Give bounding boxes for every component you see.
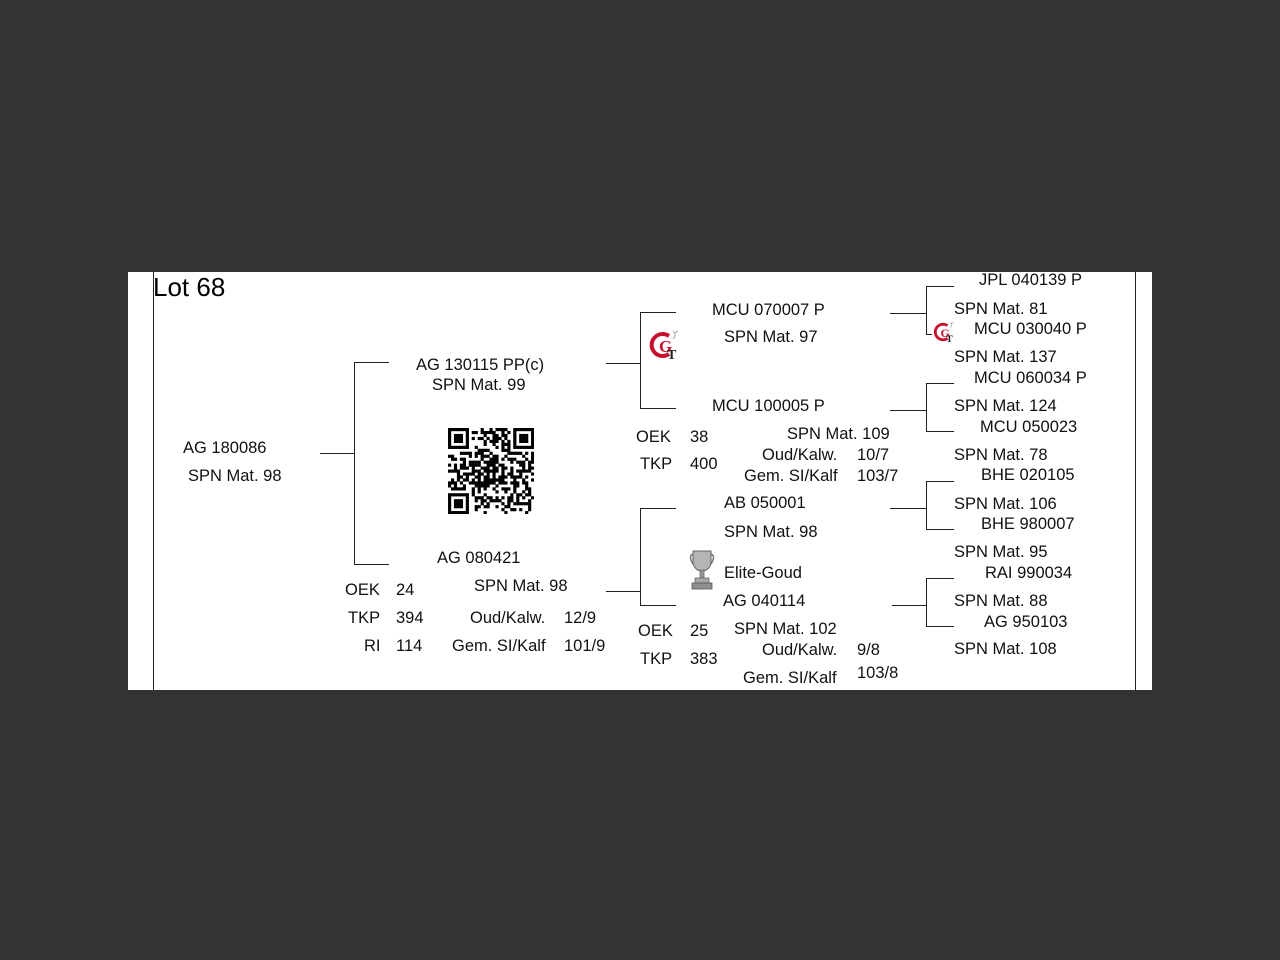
dd-oek-value: 25 — [690, 622, 709, 640]
right-border-line — [1135, 272, 1136, 690]
bracket-line — [926, 481, 954, 482]
gt-logo-icon: G T — [933, 321, 955, 344]
bracket-line — [640, 312, 641, 409]
bracket-line — [926, 334, 932, 335]
bracket-line — [926, 578, 954, 579]
ggp-id: BHE 980007 — [981, 515, 1075, 533]
svg-text:G: G — [940, 326, 949, 340]
dd-oud-value: 9/8 — [857, 641, 880, 659]
dam-ri-label: RI — [364, 637, 381, 655]
qr-code-icon — [448, 428, 534, 514]
sd-oud-label: Oud/Kalw. — [762, 446, 838, 464]
trophy-icon — [689, 550, 715, 590]
dam-tkp-value: 394 — [396, 609, 424, 627]
pedigree-document: Lot 68 AG 180086 SPN Mat. 98 AG 130115 P… — [128, 272, 1152, 690]
sd-gem-label: Gem. SI/Kalf — [744, 467, 838, 485]
bracket-line — [892, 605, 926, 606]
dam-oek-label: OEK — [345, 581, 380, 599]
sd-oek-value: 38 — [690, 428, 709, 446]
animal-spn: SPN Mat. 98 — [188, 467, 282, 485]
sd-tkp-label: TKP — [640, 455, 673, 473]
bracket-line — [640, 508, 676, 509]
sd-id: MCU 100005 P — [712, 397, 825, 415]
ggp-id: MCU 060034 P — [974, 369, 1087, 387]
ggp-spn: SPN Mat. 78 — [954, 446, 1048, 464]
bracket-line — [606, 363, 640, 364]
bracket-line — [890, 410, 926, 411]
bracket-line — [926, 383, 954, 384]
ggp-id: RAI 990034 — [985, 564, 1073, 582]
ds-spn: SPN Mat. 98 — [724, 523, 818, 541]
dam-gem-label: Gem. SI/Kalf — [452, 637, 546, 655]
ggp-spn: SPN Mat. 95 — [954, 543, 1048, 561]
bracket-line — [926, 286, 954, 287]
ggp-spn: SPN Mat. 81 — [954, 300, 1048, 318]
left-border-line — [153, 272, 154, 690]
bracket-line — [640, 508, 641, 606]
ss-spn: SPN Mat. 97 — [724, 328, 818, 346]
dam-oek-value: 24 — [396, 581, 415, 599]
bracket-line — [926, 481, 927, 530]
gt-logo-icon: G T — [649, 330, 679, 362]
dd-id: AG 040114 — [723, 592, 806, 610]
dd-tkp-label: TKP — [640, 650, 673, 668]
ggp-id: AG 950103 — [984, 613, 1068, 631]
dd-oek-label: OEK — [638, 622, 673, 640]
dam-gem-value: 101/9 — [564, 637, 606, 655]
bracket-line — [890, 313, 926, 314]
dd-gem-label: Gem. SI/Kalf — [743, 669, 837, 687]
svg-text:T: T — [946, 334, 953, 344]
bracket-line — [640, 605, 676, 606]
svg-text:T: T — [667, 348, 677, 362]
bracket-line — [926, 286, 927, 335]
dd-spn: SPN Mat. 102 — [734, 620, 837, 638]
ggp-id: JPL 040139 P — [979, 272, 1083, 289]
dam-id: AG 080421 — [437, 549, 521, 567]
bracket-line — [354, 362, 389, 363]
bracket-line — [926, 578, 927, 627]
bracket-line — [354, 564, 389, 565]
bracket-line — [320, 453, 354, 454]
svg-text:G: G — [659, 337, 672, 356]
bracket-line — [640, 408, 676, 409]
sd-oek-label: OEK — [636, 428, 671, 446]
bracket-line — [606, 591, 640, 592]
dd-award: Elite-Goud — [724, 564, 802, 582]
dam-spn: SPN Mat. 98 — [474, 577, 568, 595]
ggp-id: MCU 030040 P — [974, 320, 1087, 338]
bracket-line — [926, 431, 954, 432]
bracket-line — [926, 383, 927, 432]
ss-id: MCU 070007 P — [712, 301, 825, 319]
bracket-line — [926, 626, 954, 627]
bracket-line — [926, 529, 954, 530]
ggp-spn: SPN Mat. 124 — [954, 397, 1057, 415]
sd-tkp-value: 400 — [690, 455, 718, 473]
dam-tkp-label: TKP — [348, 609, 381, 627]
ggp-spn: SPN Mat. 106 — [954, 495, 1057, 513]
dam-oud-label: Oud/Kalw. — [470, 609, 546, 627]
sire-spn: SPN Mat. 99 — [432, 376, 526, 394]
dam-oud-value: 12/9 — [564, 609, 597, 627]
ggp-spn: SPN Mat. 137 — [954, 348, 1057, 366]
dd-tkp-value: 383 — [690, 650, 718, 668]
dd-oud-label: Oud/Kalw. — [762, 641, 838, 659]
ds-id: AB 050001 — [724, 494, 806, 512]
sire-id: AG 130115 PP(c) — [416, 356, 545, 374]
bracket-line — [640, 312, 676, 313]
sd-spn: SPN Mat. 109 — [787, 425, 890, 443]
ggp-id: MCU 050023 — [980, 418, 1078, 436]
ggp-id: BHE 020105 — [981, 466, 1075, 484]
bracket-line — [890, 508, 926, 509]
dam-ri-value: 114 — [396, 637, 423, 655]
lot-title: Lot 68 — [153, 272, 226, 302]
dd-gem-value: 103/8 — [857, 664, 899, 682]
animal-id: AG 180086 — [183, 439, 267, 457]
bracket-line — [354, 362, 355, 565]
sd-gem-value: 103/7 — [857, 467, 899, 485]
ggp-spn: SPN Mat. 88 — [954, 592, 1048, 610]
ggp-spn: SPN Mat. 108 — [954, 640, 1057, 658]
sd-oud-value: 10/7 — [857, 446, 890, 464]
